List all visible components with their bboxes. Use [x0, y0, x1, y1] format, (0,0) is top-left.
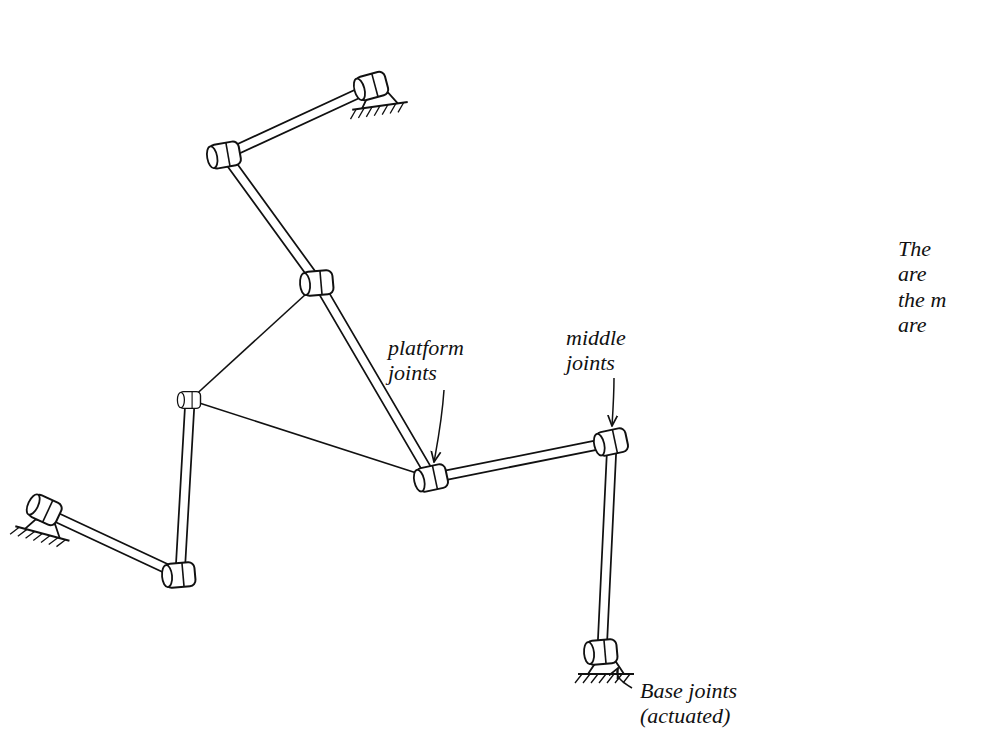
leader-arrows — [434, 378, 632, 688]
note-text: The are the m are — [898, 236, 954, 337]
links — [45, 88, 612, 652]
callout-label: middle joints — [566, 325, 676, 376]
revolute-joints — [24, 71, 630, 666]
callout-label: Base joints (actuated) — [640, 678, 770, 729]
ground-supports — [10, 90, 634, 683]
callout-label: platform joints — [388, 335, 498, 386]
